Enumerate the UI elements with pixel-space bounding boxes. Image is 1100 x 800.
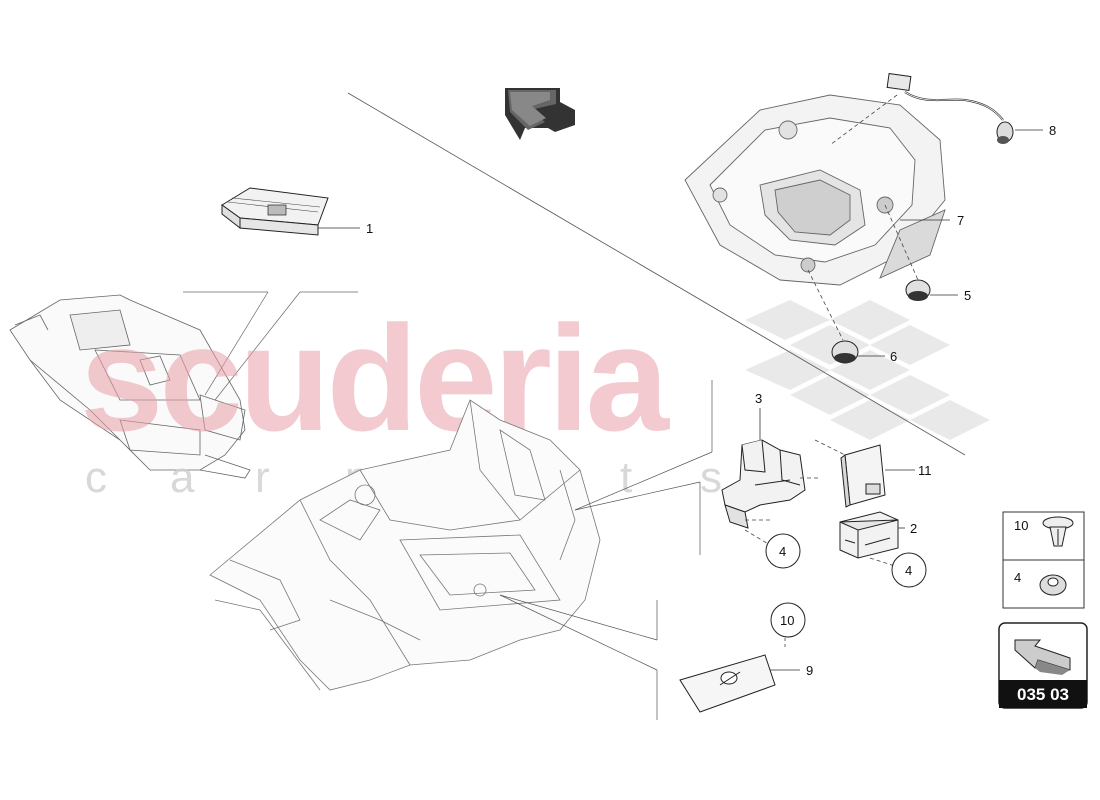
part-1-module (221, 187, 329, 236)
part-6-lamp (831, 340, 859, 364)
direction-arrow-icon (505, 88, 575, 140)
diagram-code: 035 03 (1017, 685, 1069, 704)
callout-10: 10 (780, 613, 794, 628)
grommet-icon (1039, 574, 1067, 596)
legend-number-4: 4 (1014, 570, 1021, 585)
callout-6: 6 (890, 349, 897, 364)
callout-4b: 4 (905, 563, 912, 578)
callout-1: 1 (366, 221, 373, 236)
svg-text:s: s (700, 453, 722, 502)
part-5-lamp (905, 279, 931, 301)
part-9-plate (679, 654, 776, 713)
callout-2: 2 (910, 521, 917, 536)
callout-5: 5 (964, 288, 971, 303)
part-8-cable (886, 72, 1014, 144)
callout-circle-10 (770, 602, 806, 638)
fastener-legend: 10 4 (1002, 511, 1085, 609)
callout-4a: 4 (779, 544, 786, 559)
underbody-frame-drawing (209, 399, 601, 691)
view-direction-arrow-icon (1014, 639, 1071, 675)
callout-circle-4a (765, 533, 801, 569)
svg-text:a: a (170, 453, 195, 502)
callout-7: 7 (957, 213, 964, 228)
callout-9: 9 (806, 663, 813, 678)
part-7-roof-console (684, 94, 946, 286)
checkered-flag-watermark (745, 300, 990, 440)
legend-number-10: 10 (1014, 518, 1028, 533)
center-console-drawing (9, 294, 251, 479)
callout-11: 11 (918, 463, 932, 478)
svg-text:r: r (255, 453, 270, 502)
part-2-module (839, 511, 899, 559)
callout-8: 8 (1049, 123, 1056, 138)
callout-circle-4b (891, 552, 927, 588)
part-3-bracket (721, 439, 806, 529)
clip-rivet-icon (1042, 516, 1074, 547)
watermark-brand: scuderia (80, 294, 671, 462)
section-divider-line (347, 92, 966, 456)
diagram-code-badge: 035 03 (998, 622, 1088, 709)
svg-text:c: c (85, 453, 107, 502)
part-11-control-unit (840, 444, 886, 508)
callout-3: 3 (755, 391, 762, 406)
svg-text:t: t (620, 453, 632, 502)
